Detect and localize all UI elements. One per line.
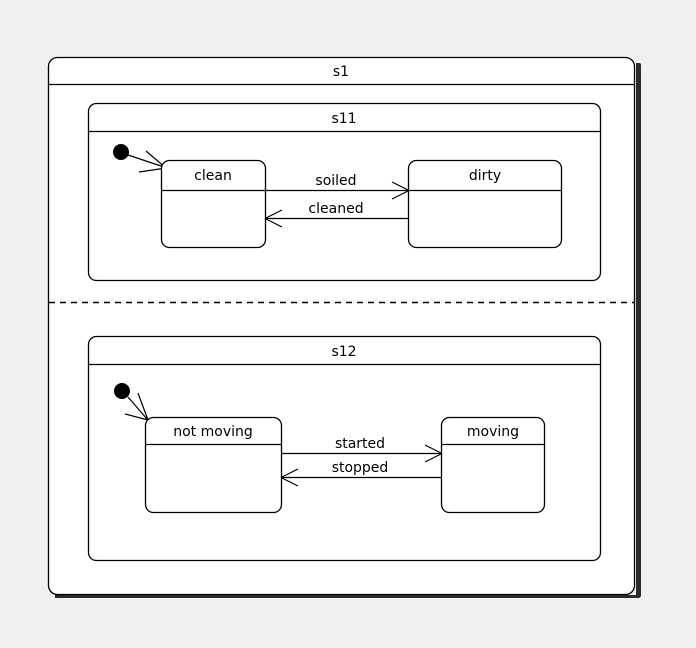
initial-state-node-s12[interactable]: [114, 383, 130, 399]
moving-body: [440, 416, 546, 514]
transition-stopped[interactable]: stopped: [280, 460, 442, 487]
not-moving-body: [144, 416, 283, 514]
clean-body: [160, 159, 267, 249]
s12-title: s12: [331, 344, 356, 360]
not-moving-title: not moving: [173, 424, 253, 440]
soiled-label: soiled: [315, 173, 356, 189]
initial-transition-s11[interactable]: [127, 154, 165, 168]
dirty-body: [407, 159, 563, 249]
state-dirty[interactable]: dirty: [407, 159, 563, 249]
region-bottom: s12 not moving moving: [87, 335, 602, 562]
state-not-moving[interactable]: not moving: [144, 416, 283, 514]
transition-soiled[interactable]: soiled: [265, 173, 410, 200]
initial-state-node-s11[interactable]: [113, 144, 129, 160]
clean-title: clean: [194, 168, 232, 184]
transition-cleaned[interactable]: cleaned: [264, 201, 409, 228]
state-clean[interactable]: clean: [160, 159, 267, 249]
s11-title: s11: [331, 111, 356, 127]
initial-transition-arrowhead-s12: [124, 392, 149, 421]
stopped-arrowhead: [280, 468, 299, 487]
started-arrowhead: [424, 444, 443, 463]
state-moving[interactable]: moving: [440, 416, 546, 514]
started-label: started: [335, 436, 385, 452]
soiled-arrowhead: [391, 181, 410, 200]
s1-title: s1: [333, 64, 349, 80]
initial-transition-s12[interactable]: [127, 396, 148, 420]
region-top: s11 clean dirty soil: [87, 102, 602, 282]
transition-started[interactable]: started: [281, 436, 443, 463]
cleaned-arrowhead: [264, 209, 283, 228]
stopped-label: stopped: [332, 460, 389, 476]
cleaned-label: cleaned: [308, 201, 363, 217]
dirty-title: dirty: [469, 168, 501, 184]
moving-title: moving: [467, 424, 519, 440]
